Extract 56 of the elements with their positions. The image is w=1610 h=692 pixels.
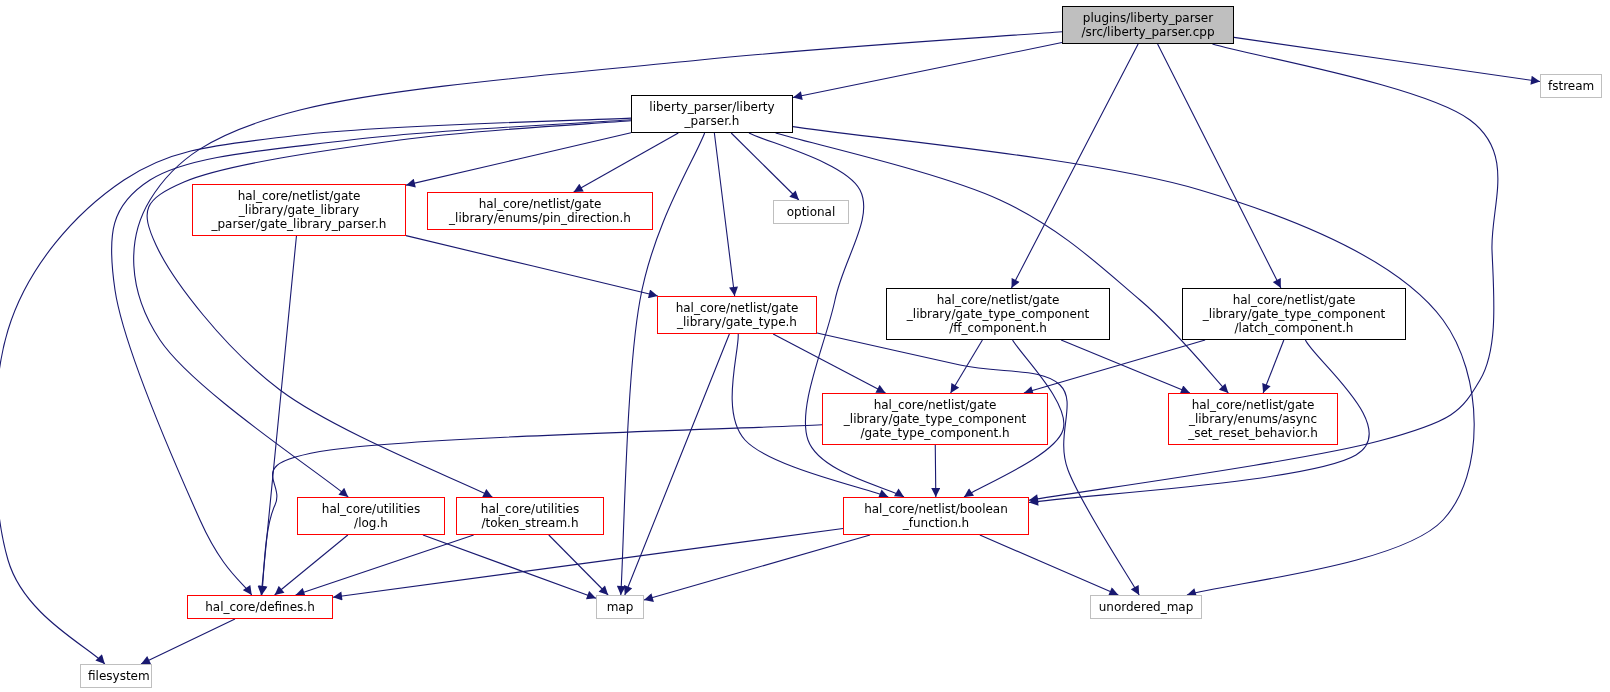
arrow — [616, 132, 706, 596]
arrow — [332, 527, 844, 601]
file-box: hal_core/utilities /log.h — [297, 497, 445, 535]
arrow — [950, 339, 983, 394]
file-box: hal_core/netlist/gate _library/gate_type_component /latch_component.h — [1182, 288, 1406, 340]
arrow — [931, 444, 941, 498]
arrow — [1157, 43, 1282, 289]
file-box: hal_core/defines.h — [187, 595, 333, 619]
arrow — [772, 333, 887, 394]
file-box: map — [596, 595, 644, 619]
arrow — [1233, 36, 1541, 85]
arrow — [731, 333, 889, 499]
arrow — [295, 534, 475, 597]
arrow — [405, 132, 632, 188]
file-box: unordered_map — [1090, 595, 1202, 619]
arrow — [422, 534, 597, 600]
file-box: liberty_parser/liberty _parser.h — [631, 95, 793, 133]
arrow — [1023, 339, 1206, 395]
arrow — [816, 332, 1140, 596]
file-box: fstream — [1540, 74, 1602, 98]
file-box: hal_core/netlist/gate _library/enums/async _set_reset_behavior.h — [1168, 393, 1338, 445]
file-box: hal_core/utilities /token_stream.h — [456, 497, 604, 535]
file-box: hal_core/netlist/gate _library/gate_type_component /gate_type_component.h — [822, 393, 1048, 445]
arrow — [548, 534, 609, 596]
arrow — [713, 132, 738, 297]
arrow — [643, 534, 871, 602]
arrow — [979, 534, 1119, 596]
file-box: filesystem — [80, 664, 152, 688]
arrow — [0, 117, 632, 665]
arrow — [624, 333, 730, 596]
file-box: hal_core/netlist/gate _library/enums/pin_direction.h — [427, 192, 653, 230]
arrow — [748, 132, 905, 498]
arrow — [1010, 43, 1139, 289]
arrow — [1060, 339, 1191, 394]
file-box: hal_core/netlist/boolean _function.h — [843, 497, 1029, 535]
arrow — [274, 534, 349, 596]
file-box: hal_core/netlist/gate _library/gate_library _parser/gate_library_parser.h — [192, 184, 406, 236]
arrow — [405, 235, 659, 299]
file-box: hal_core/netlist/gate _library/gate_type_component /ff_component.h — [886, 288, 1110, 340]
arrow — [257, 235, 297, 596]
arrow — [963, 339, 1065, 498]
arrow — [573, 132, 679, 193]
arrow — [133, 31, 1063, 498]
arrow — [146, 120, 632, 498]
arrow — [110, 119, 632, 596]
arrow — [1262, 339, 1285, 394]
arrow — [140, 618, 236, 665]
arrow — [1028, 339, 1370, 506]
arrow — [792, 42, 1063, 101]
file-box: optional — [773, 200, 849, 224]
arrow — [775, 132, 1229, 394]
file-box: plugins/liberty_parser /src/liberty_parser.cpp — [1062, 6, 1234, 44]
arrow — [258, 424, 823, 596]
arrow — [1028, 43, 1499, 504]
file-box: hal_core/netlist/gate _library/gate_type.h — [657, 296, 817, 334]
arrow — [730, 132, 800, 201]
